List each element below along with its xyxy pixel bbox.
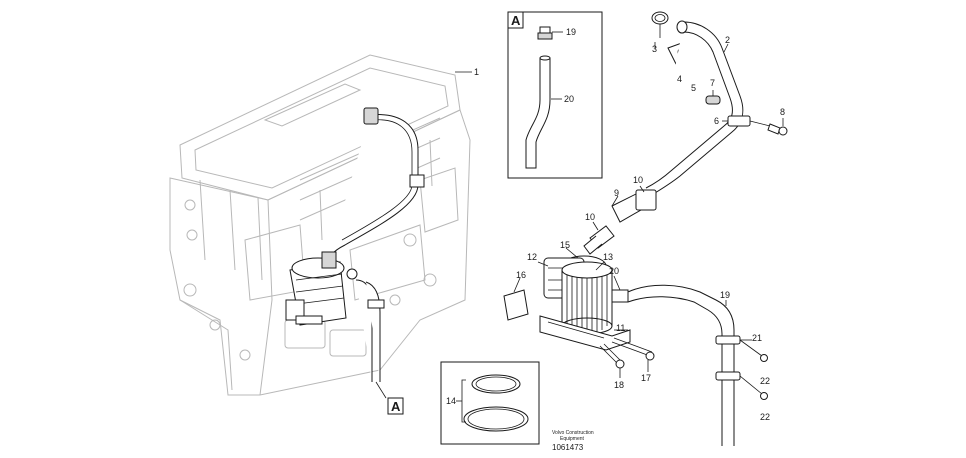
callout-7: 7 (710, 78, 715, 88)
callout-13: 13 (603, 252, 613, 262)
breather-pipe-assembly (611, 11, 788, 223)
drawing-number: 1061473 (552, 443, 584, 452)
callout-15: 15 (560, 240, 570, 250)
detail-marker-bottom: A (391, 399, 401, 414)
seal-ring-kit-box: 14 (440, 361, 540, 445)
callout-19-top: 19 (566, 27, 576, 37)
engine-breather-hose (327, 107, 425, 382)
callout-4: 4 (677, 74, 682, 84)
callout-8: 8 (780, 107, 785, 117)
callout-6: 6 (714, 116, 719, 126)
callout-22-lower: 22 (760, 412, 770, 422)
callout-18: 18 (614, 380, 624, 390)
callout-19-mid: 19 (720, 290, 730, 300)
callout-1: 1 (474, 67, 479, 77)
callout-5: 5 (691, 83, 696, 93)
detail-marker-top: A (511, 13, 521, 28)
callout-12: 12 (527, 252, 537, 262)
callout-16: 16 (516, 270, 526, 280)
callout-10-lower: 10 (585, 212, 595, 222)
callout-9: 9 (614, 188, 619, 198)
engine-oil-separator (285, 251, 358, 326)
callout-22-upper: 22 (760, 376, 770, 386)
callout-14: 14 (446, 396, 456, 406)
detail-marker-bottom-box: A (375, 381, 404, 415)
callout-3: 3 (652, 44, 657, 54)
detail-view-a: A 19 20 (507, 11, 603, 179)
callout-10-upper: 10 (633, 175, 643, 185)
callout-21: 21 (752, 333, 762, 343)
copyright-line-1: Volvo Construction (552, 430, 594, 436)
callout-20-mid: 20 (609, 266, 619, 276)
copyright-line-2: Equipment (560, 436, 585, 442)
callout-2: 2 (725, 35, 730, 45)
engine-block (169, 54, 471, 396)
callout-17: 17 (641, 373, 651, 383)
callout-20-top: 20 (564, 94, 574, 104)
callout-11: 11 (616, 323, 625, 333)
oil-separator-exploded (503, 225, 768, 446)
